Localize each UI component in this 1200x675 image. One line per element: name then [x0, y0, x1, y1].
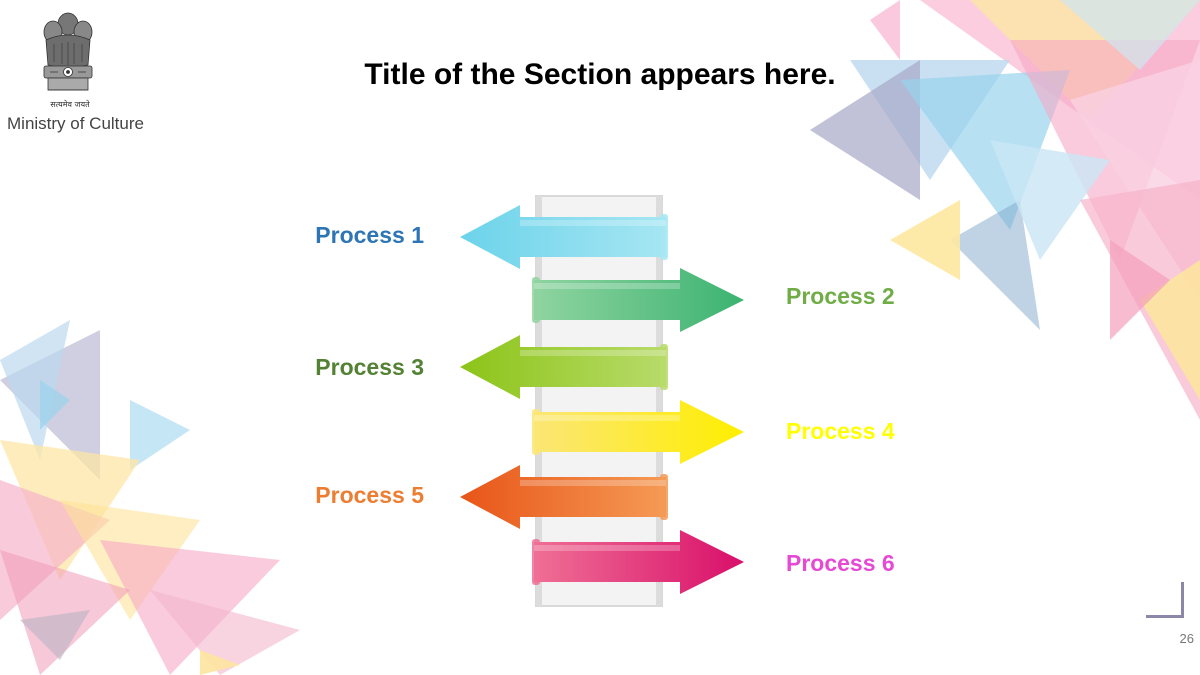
national-emblem-icon: [43, 12, 93, 91]
process-5-arrow: [460, 465, 666, 529]
process-6-arrow: [534, 530, 744, 594]
process-5-arrow-sheen: [520, 480, 666, 486]
process-1-arrow-sheen: [520, 220, 666, 226]
center-pole-left-edge: [536, 196, 542, 606]
process-6-arrow-curl: [532, 539, 540, 585]
process-4-arrow: [534, 400, 744, 464]
ministry-name: Ministry of Culture: [7, 114, 144, 133]
page-number: 26: [1179, 631, 1194, 646]
process-4-label: Process 4: [786, 418, 895, 444]
process-1-arrow-curl: [660, 214, 668, 260]
process-4-arrow-curl: [532, 409, 540, 455]
process-3-label: Process 3: [315, 354, 424, 380]
process-6-arrow-sheen: [534, 545, 680, 551]
process-2-arrow-sheen: [534, 283, 680, 289]
process-5-label: Process 5: [315, 482, 424, 508]
process-3-arrow-curl: [660, 344, 668, 390]
decorative-triangles-bottom-left: [0, 320, 300, 675]
process-5-arrow-curl: [660, 474, 668, 520]
process-2-arrow: [534, 268, 744, 332]
process-2-arrow-curl: [532, 277, 540, 323]
ministry-logo: सत्यमेव जयते Ministry of Culture: [0, 10, 160, 135]
process-3-arrow: [460, 335, 666, 399]
process-arrows-diagram: [460, 195, 744, 607]
process-3-arrow-sheen: [520, 350, 666, 356]
corner-bracket: [1146, 582, 1184, 618]
process-2-label: Process 2: [786, 283, 895, 309]
process-6-label: Process 6: [786, 550, 895, 576]
center-pole-right-edge: [656, 196, 662, 606]
process-4-arrow-sheen: [534, 415, 680, 421]
process-1-arrow: [460, 205, 666, 269]
decorative-triangles-top-right: [810, 0, 1200, 420]
process-1-label: Process 1: [315, 222, 424, 248]
page-title: Title of the Section appears here.: [364, 58, 836, 91]
emblem-motto: सत्यमेव जयते: [50, 100, 90, 109]
